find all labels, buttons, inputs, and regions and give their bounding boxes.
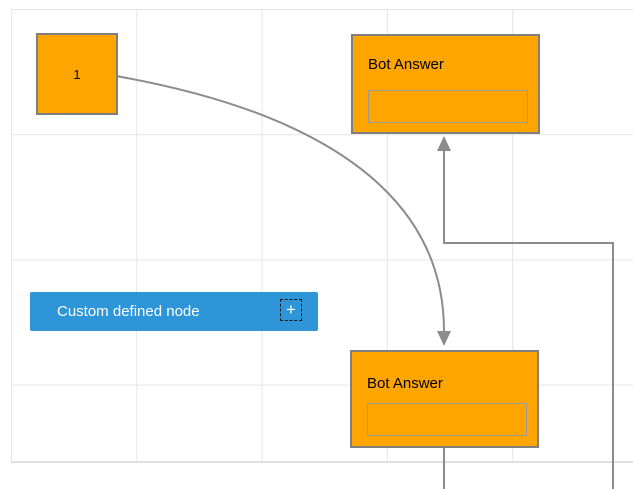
start-node[interactable]: 1 (36, 33, 118, 115)
connector-start-to-bottom-answer[interactable] (115, 75, 445, 332)
plus-icon: + (286, 299, 296, 319)
bot-answer-input[interactable] (368, 90, 528, 123)
custom-defined-node-label: Custom defined node (57, 303, 200, 320)
custom-defined-node[interactable]: Custom defined node + (30, 292, 318, 331)
start-node-label: 1 (73, 66, 81, 82)
arrowhead-up-icon (437, 136, 451, 151)
add-port-button[interactable]: + (280, 299, 302, 321)
bot-answer-node-bottom[interactable]: Bot Answer (350, 350, 539, 448)
bot-answer-title: Bot Answer (368, 56, 444, 73)
connector-bottom-to-top-answer[interactable] (443, 151, 614, 489)
bot-answer-node-top[interactable]: Bot Answer (351, 34, 540, 134)
bot-answer-title: Bot Answer (367, 375, 443, 392)
bot-answer-input[interactable] (367, 403, 527, 436)
arrowhead-down-icon (437, 331, 451, 346)
